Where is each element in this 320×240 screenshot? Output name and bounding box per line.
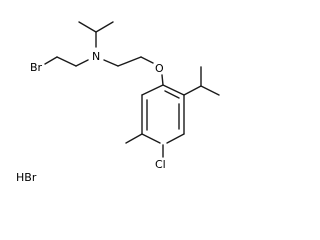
ring-bond-3: [166, 133, 185, 144]
ring-bond-1: [162, 84, 185, 96]
chlorine-label: Cl: [155, 158, 166, 171]
bond-c2-n: [75, 59, 89, 67]
bond-o-ring: [161, 74, 164, 86]
bond-ring-ch3: [125, 133, 143, 144]
bond-ch-ch3-right: [95, 21, 114, 33]
nitrogen-label: N: [92, 50, 100, 63]
bond-c3-c4: [117, 56, 142, 67]
bromine-label: Br: [30, 61, 43, 74]
bond-ring-ch: [183, 85, 202, 96]
ethoxy-linker: [103, 56, 164, 86]
oxygen-label: O: [155, 62, 164, 75]
ring-isopropyl-group: [183, 66, 220, 96]
bond-br-c1: [44, 56, 58, 65]
ring-bond-4: [141, 133, 161, 144]
bond-ch-ch3-left: [78, 21, 97, 33]
ring-double-bond-top: [164, 90, 180, 99]
n-isopropyl-group: [78, 21, 114, 48]
chemical-structure: Br N O Cl HBr: [16, 21, 220, 184]
bond-c4-o: [140, 56, 154, 64]
bond-n-c3: [103, 59, 119, 67]
benzene-ring: [141, 84, 185, 144]
bromoethyl-chain: [44, 56, 89, 67]
ring-methyl-group: [125, 133, 143, 144]
bond-ch-ch3-right: [200, 85, 220, 96]
bond-c1-c2: [56, 56, 77, 67]
ring-bond-6: [141, 84, 164, 96]
counterion-label: HBr: [16, 171, 37, 184]
